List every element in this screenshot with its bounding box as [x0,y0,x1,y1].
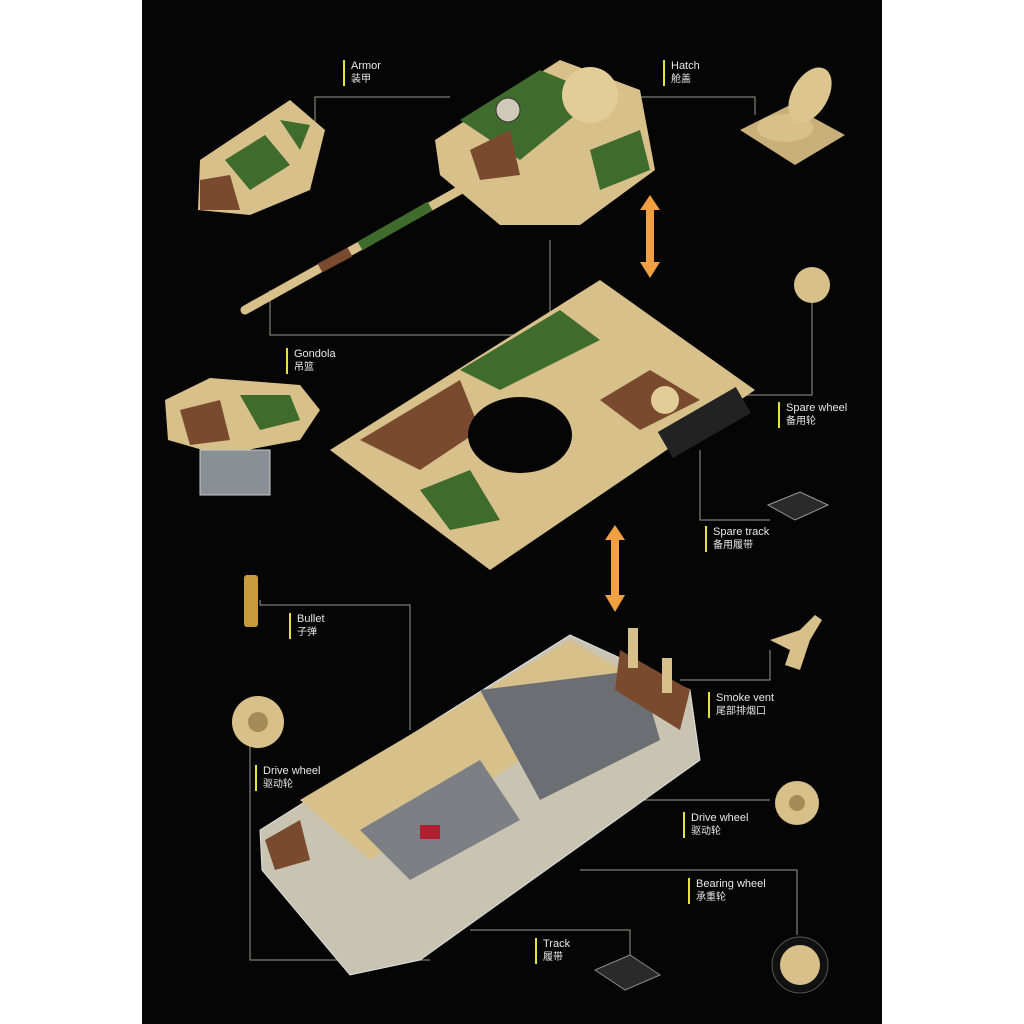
label-en: Hatch [671,60,700,72]
leader-smoke-vent [680,650,771,681]
label-zh: 装甲 [351,74,371,85]
armor-part [198,100,325,215]
label-zh: 驱动轮 [263,779,293,790]
label-track: Track 履带 [535,938,570,964]
leader-spare-track [699,450,770,521]
label-smoke-vent: Smoke vent 尾部排烟口 [708,692,774,718]
drive-wheel-left-part [232,696,284,748]
track-part [593,954,662,991]
label-zh: 吊篮 [294,362,314,373]
label-bullet: Bullet 子弹 [289,613,325,639]
label-zh: 舱盖 [671,74,691,85]
gondola-part [165,378,320,496]
label-en: Smoke vent [716,692,775,704]
spare-wheel-part [794,267,830,303]
label-en: Bullet [297,613,325,625]
hatch-part [740,67,845,165]
bearing-wheel-part [771,936,829,994]
label-hatch: Hatch 舱盖 [663,60,700,86]
label-armor: Armor 装甲 [343,60,381,86]
label-drive-wheel-left: Drive wheel 驱动轮 [255,765,320,791]
bullet-part [244,575,258,627]
leader-hatch [600,96,756,115]
label-spare-track: Spare track 备用履带 [705,526,769,552]
label-en: Track [543,938,571,950]
label-zh: 备用履带 [713,540,753,551]
label-en: Gondola [294,348,336,360]
label-en: Bearing wheel [696,878,766,890]
label-en: Drive wheel [263,765,321,777]
smoke-vent-part [770,615,822,670]
label-zh: 履带 [543,952,563,963]
spare-track-part [766,491,830,521]
label-zh: 子弹 [297,627,317,638]
label-zh: 尾部排烟口 [716,706,766,717]
label-zh: 备用轮 [786,416,816,427]
label-zh: 驱动轮 [691,826,721,837]
leader-armor [314,96,450,130]
leader-lines [249,96,813,961]
label-en: Drive wheel [691,812,749,824]
label-drive-wheel-right: Drive wheel 驱动轮 [683,812,748,838]
hull-top-part [330,267,830,570]
leader-track [470,929,631,960]
label-zh: 承重轮 [696,892,726,903]
leader-bearing-wheel [580,869,798,935]
hull-lower-part [259,628,701,976]
label-bearing-wheel: Bearing wheel 承重轮 [688,878,766,904]
label-en: Armor [351,60,381,72]
label-en: Spare wheel [786,402,848,414]
leader-bullet [259,600,411,730]
turret-part [240,60,655,315]
drive-wheel-right-part [775,781,819,825]
label-spare-wheel: Spare wheel 备用轮 [778,402,847,428]
leader-gondola [269,240,551,336]
label-gondola: Gondola 吊篮 [286,348,336,374]
orange-arrow-icon [605,195,660,612]
label-en: Spare track [713,526,770,538]
